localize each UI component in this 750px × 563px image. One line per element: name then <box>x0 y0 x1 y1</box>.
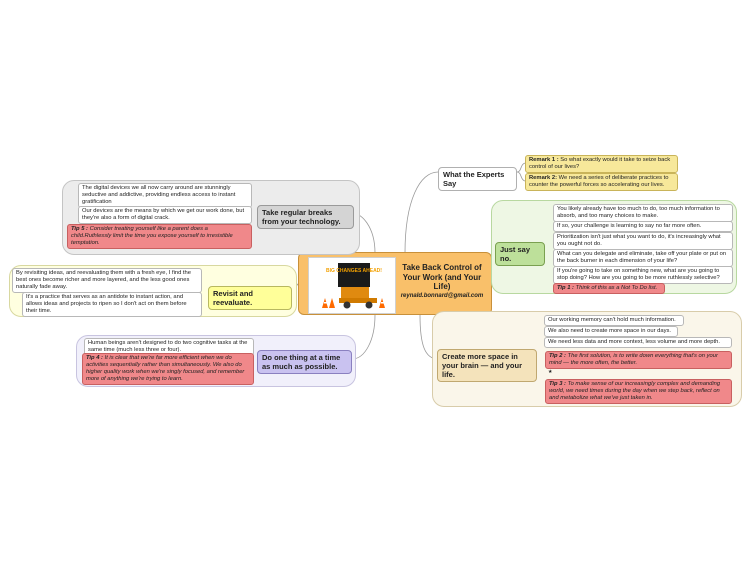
tip-one-thing: Tip 4 : It is clear that we're far more … <box>82 353 254 385</box>
tip-space-3: Tip 3 : To make sense of our increasingl… <box>545 379 732 404</box>
branch-revisit[interactable]: Revisit and reevaluate. <box>208 286 292 310</box>
link-experts <box>404 171 439 254</box>
note-space-3: We need less data and more context, less… <box>544 337 732 348</box>
tip-say-no: Tip 1 : Think of this as a Not To Do lis… <box>553 283 665 294</box>
branch-one-thing[interactable]: Do one thing at a time as much as possib… <box>257 350 352 374</box>
central-topic[interactable]: BIG CHANGES AHEAD! Take Back Control of … <box>298 252 492 315</box>
branch-breaks[interactable]: Take regular breaks from your technology… <box>257 205 354 229</box>
note-say-no-5: If you're going to take on something new… <box>553 266 733 284</box>
note-space-1: Our working memory can't hold much infor… <box>544 315 684 326</box>
link-experts-remarks <box>516 162 527 182</box>
tip-space-3-label: Tip 3 : <box>549 381 566 387</box>
note-breaks-2: Our devices are the means by which we ge… <box>78 206 252 224</box>
note-space-2: We also need to create more space in our… <box>544 326 678 337</box>
tip-breaks: Tip 5 : Consider treating yourself like … <box>67 224 252 249</box>
remark-2-label: Remark 2: <box>529 175 558 181</box>
tip-space-2-label: Tip 2 : <box>549 353 566 359</box>
tip-space-2-text: The first solution, is to write down eve… <box>549 353 718 366</box>
note-revisit-2: It's a practice that serves as an antido… <box>22 292 202 317</box>
tip-say-no-text: Think of this as a Not To Do list. <box>575 285 658 291</box>
tip-say-no-label: Tip 1 : <box>557 285 574 291</box>
central-email: reynald.bonnard@gmail.com <box>400 293 484 299</box>
tip-space-3-text: To make sense of our increasingly comple… <box>549 381 721 401</box>
note-say-no-4: What can you delegate and eliminate, tak… <box>553 249 733 267</box>
remark-1: Remark 1 : So what exactly would it take… <box>525 155 678 173</box>
branch-space[interactable]: Create more space in your brain — and yo… <box>437 349 537 382</box>
branch-say-no[interactable]: Just say no. <box>495 242 545 266</box>
note-say-no-2: If so, your challenge is learning to say… <box>553 221 733 232</box>
note-breaks-1: The digital devices we all now carry aro… <box>78 183 252 208</box>
central-title: Take Back Control of Your Work (and Your… <box>402 263 482 291</box>
tip-breaks-label: Tip 5 : <box>71 226 88 232</box>
construction-sign-icon: BIG CHANGES AHEAD! <box>309 258 395 313</box>
remark-1-label: Remark 1 : <box>529 157 559 163</box>
note-say-no-1: You likely already have too much to do, … <box>553 204 733 222</box>
remark-2-text: We need a series of deliberate practices… <box>529 175 669 188</box>
sign-text: BIG CHANGES AHEAD! <box>326 268 382 274</box>
remark-1-text: So what exactly would it take to seize b… <box>529 157 671 170</box>
tip-space-2: Tip 2 : The first solution, is to write … <box>545 351 732 369</box>
tip-one-thing-text: It is clear that we're far more efficien… <box>86 355 245 382</box>
tip-one-thing-label: Tip 4 : <box>86 355 103 361</box>
remark-2: Remark 2: We need a series of deliberate… <box>525 173 678 191</box>
tip-breaks-text: Consider treating yourself like a parent… <box>71 226 233 246</box>
central-image: BIG CHANGES AHEAD! <box>308 257 396 314</box>
star-icon: ★ <box>548 369 553 375</box>
note-revisit-1: By revisiting ideas, and reevaluating th… <box>12 268 202 293</box>
branch-experts[interactable]: What the Experts Say <box>438 167 517 191</box>
note-say-no-3: Prioritization isn't just what you want … <box>553 232 733 250</box>
